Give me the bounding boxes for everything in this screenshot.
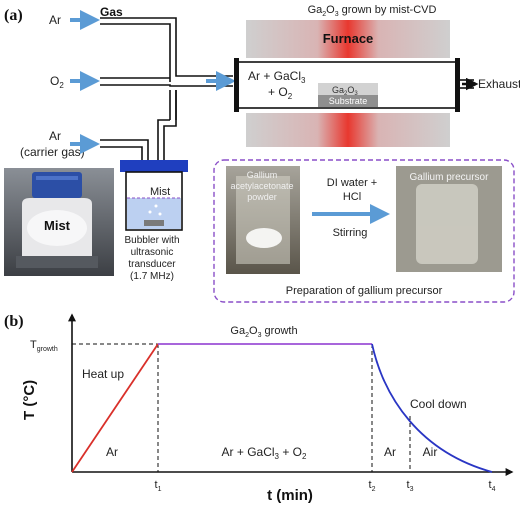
panel-b-label: (b) xyxy=(4,313,24,330)
tick-t3: t3 xyxy=(407,479,414,493)
photo1-label-2: acetylacetonate xyxy=(230,181,293,191)
gas-header: Gas xyxy=(100,5,123,19)
heat-up-segment xyxy=(71,343,159,473)
cool-down-label: Cool down xyxy=(410,397,467,411)
photo2-label: Gallium precursor xyxy=(410,172,490,183)
photo1-label-1: Gallium xyxy=(247,170,278,180)
input-ar-carrier-label: Ar xyxy=(49,129,61,143)
substrate-label: Substrate xyxy=(329,96,368,106)
exhaust-label: Exhaust xyxy=(478,77,520,91)
region-ar-2: Ar xyxy=(384,445,396,459)
precursor-bottle-photo xyxy=(396,166,502,272)
photo-mist-label: Mist xyxy=(44,218,71,233)
bubbler-mist-label: Mist xyxy=(150,186,170,198)
powder-beaker-photo xyxy=(226,166,300,274)
bubbler xyxy=(120,160,188,231)
photo1-label-3: powder xyxy=(247,192,277,202)
arrow-bottom: Stirring xyxy=(333,227,368,239)
substrate xyxy=(318,95,378,107)
tube-flange-right xyxy=(455,58,460,112)
carrier-gas-note: (carrier gas) xyxy=(20,145,85,159)
gas-pipes xyxy=(100,17,233,160)
mist-bottle-photo xyxy=(4,168,114,276)
diagram-title: Ga2O3 grown by mist-CVD xyxy=(308,4,437,18)
input-o2-label: O2 xyxy=(50,74,64,90)
growth-phase-label: Ga2O3 growth xyxy=(230,325,297,339)
input-ar-label: Ar xyxy=(49,13,61,27)
bubbler-caption-3: transducer xyxy=(128,259,176,270)
heat-up-label: Heat up xyxy=(82,367,124,381)
tube-gas-line1: Ar + GaCl3 xyxy=(248,69,306,85)
y-axis-label: T (°C) xyxy=(21,380,38,420)
furnace-bottom-heater xyxy=(246,113,450,147)
tgrowth-label: Tgrowth xyxy=(30,339,58,353)
bubbler-caption-2: ultrasonic xyxy=(131,247,174,258)
tube-flange-left xyxy=(234,58,239,112)
tube-gas-line2: + O2 xyxy=(268,85,293,101)
panel-a-label: (a) xyxy=(4,7,23,24)
cool-down-segment xyxy=(371,343,493,473)
x-axis-label: t (min) xyxy=(267,487,313,504)
furnace-top-heater xyxy=(246,20,450,58)
furnace-label: Furnace xyxy=(323,31,374,46)
region-air: Air xyxy=(423,445,438,459)
region-ar-1: Ar xyxy=(106,445,118,459)
region-mix: Ar + GaCl3 + O2 xyxy=(222,445,307,461)
bubbler-caption-1: Bubbler with xyxy=(124,235,179,246)
tick-t2: t2 xyxy=(369,479,376,493)
arrow-top-1: DI water + xyxy=(327,177,377,189)
tick-t1: t1 xyxy=(155,479,162,493)
arrow-top-2: HCl xyxy=(343,191,361,203)
ga2o3-film xyxy=(318,83,378,95)
tick-t4: t4 xyxy=(489,479,496,493)
film-label: Ga2O3 xyxy=(332,85,358,97)
bubbler-caption-4: (1.7 MHz) xyxy=(130,271,174,282)
precursor-box xyxy=(213,159,515,303)
precursor-caption: Preparation of gallium precursor xyxy=(286,285,443,297)
